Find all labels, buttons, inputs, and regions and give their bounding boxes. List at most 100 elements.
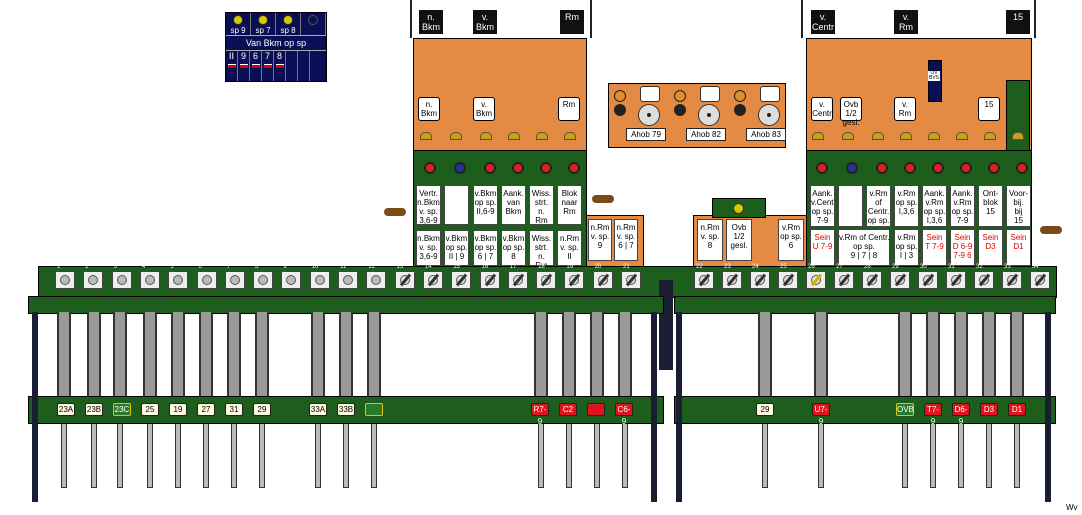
- lever-handle[interactable]: [762, 422, 768, 488]
- lever-number: 32: [976, 264, 983, 270]
- lever-handle[interactable]: [622, 422, 628, 488]
- lever-slot[interactable]: 11: [338, 264, 358, 289]
- key-knob[interactable]: [508, 132, 520, 140]
- lever-slot[interactable]: 24: [750, 264, 770, 289]
- lever-slot[interactable]: 25: [778, 264, 798, 289]
- frame-leg: [1045, 312, 1051, 502]
- blue-lamp: [454, 162, 466, 174]
- key-knob[interactable]: [956, 132, 968, 140]
- crank-handle[interactable]: [592, 195, 614, 203]
- lever-number: 12: [368, 264, 375, 270]
- lever-slot[interactable]: 16: [479, 264, 500, 289]
- lever-handle[interactable]: [371, 422, 377, 488]
- lever-slot[interactable]: 9: [281, 264, 302, 289]
- lever-slot[interactable]: 15: [451, 264, 472, 289]
- lever-handle[interactable]: [818, 422, 824, 488]
- lever-handle[interactable]: [147, 422, 153, 488]
- crossing-dial[interactable]: [698, 104, 720, 126]
- block-label: Rm: [558, 97, 580, 121]
- status-card: v.Rm of Centr. op sp. 9 | 7 | 8: [838, 229, 890, 266]
- crossing-dial[interactable]: [758, 104, 780, 126]
- key-knob[interactable]: [1012, 132, 1024, 140]
- status-card: Sein D3: [978, 229, 1003, 266]
- lever-slot[interactable]: 30: [918, 264, 938, 289]
- lever-slot[interactable]: 6: [196, 264, 217, 289]
- lever-hub: [88, 275, 99, 285]
- lever-slot[interactable]: 22: [694, 264, 714, 289]
- lever-slot[interactable]: 27: [834, 264, 854, 289]
- block-label: v. Rm: [894, 97, 916, 121]
- lever-handle[interactable]: [175, 422, 181, 488]
- key-knob[interactable]: [564, 132, 576, 140]
- lever-slot[interactable]: 13: [394, 264, 415, 289]
- lever-slot[interactable]: 12: [366, 264, 387, 289]
- lever-slot[interactable]: 34: [1030, 264, 1050, 289]
- lever-slot[interactable]: 19: [564, 264, 585, 289]
- lever-slot[interactable]: 28: [862, 264, 882, 289]
- lever-slot[interactable]: 17: [507, 264, 528, 289]
- lever-hub: [116, 275, 127, 285]
- key-knob[interactable]: [450, 132, 462, 140]
- lever-number: 31: [948, 264, 955, 270]
- key-knob[interactable]: [928, 132, 940, 140]
- post: [590, 0, 592, 38]
- crank-handle[interactable]: [384, 208, 406, 216]
- key-knob[interactable]: [842, 132, 854, 140]
- lever-handle[interactable]: [61, 422, 67, 488]
- lever-slot[interactable]: 31: [946, 264, 966, 289]
- key-knob[interactable]: [872, 132, 884, 140]
- lever-slot[interactable]: 2: [83, 264, 104, 289]
- status-card: Sein D1: [1006, 229, 1031, 266]
- lever-slot[interactable]: 29: [890, 264, 910, 289]
- lever-handle[interactable]: [594, 422, 600, 488]
- lever-slot[interactable]: 26: [806, 264, 826, 289]
- lever-handle[interactable]: [986, 422, 992, 488]
- lever-handle[interactable]: [566, 422, 572, 488]
- lever-slot[interactable]: 4: [139, 264, 160, 289]
- lever-slot[interactable]: 7: [224, 264, 245, 289]
- lever-handle[interactable]: [343, 422, 349, 488]
- lever-slot[interactable]: 20: [592, 264, 613, 289]
- crossing-dial[interactable]: [638, 104, 660, 126]
- lever-handle[interactable]: [231, 422, 237, 488]
- lever-slot[interactable]: 10: [309, 264, 330, 289]
- lever-handle[interactable]: [259, 422, 265, 488]
- lever-label: OVB: [896, 403, 914, 416]
- key-knob[interactable]: [480, 132, 492, 140]
- lever-slot[interactable]: 18: [536, 264, 557, 289]
- lever-handle[interactable]: [91, 422, 97, 488]
- lever-number: 29: [892, 264, 899, 270]
- lever-slot[interactable]: 5: [168, 264, 189, 289]
- lever-slot[interactable]: 21: [621, 264, 641, 289]
- lever-slot[interactable]: 33: [1002, 264, 1022, 289]
- lever-label: 23B: [85, 403, 103, 416]
- lever-slot[interactable]: 32: [974, 264, 994, 289]
- lever-handle[interactable]: [315, 422, 321, 488]
- left-block-frame: [413, 38, 587, 152]
- interlock-rod: [898, 312, 912, 396]
- name-plate: n. Bkm: [419, 10, 443, 34]
- crank-handle[interactable]: [1040, 226, 1062, 234]
- lever-slot[interactable]: 14: [422, 264, 443, 289]
- key-knob[interactable]: [536, 132, 548, 140]
- lever-number: 5: [170, 264, 174, 270]
- key-knob[interactable]: [900, 132, 912, 140]
- lever-slot[interactable]: 3: [111, 264, 132, 289]
- lever-handle[interactable]: [958, 422, 964, 488]
- lever-slot[interactable]: 23: [722, 264, 742, 289]
- lever-handle[interactable]: [1014, 422, 1020, 488]
- block-label: n. Bkm: [418, 97, 440, 121]
- lever-handle[interactable]: [117, 422, 123, 488]
- lever-slot[interactable]: 1: [55, 264, 75, 289]
- lever-handle[interactable]: [538, 422, 544, 488]
- key-knob[interactable]: [420, 132, 432, 140]
- key-knob[interactable]: [984, 132, 996, 140]
- lever-handle[interactable]: [902, 422, 908, 488]
- lever-handle[interactable]: [930, 422, 936, 488]
- key-knob[interactable]: [812, 132, 824, 140]
- lever-label: 25: [141, 403, 159, 416]
- lever-slot[interactable]: 8: [253, 264, 274, 289]
- lever-handle[interactable]: [203, 422, 209, 488]
- status-card: Sein D 6-9 7-9 6: [950, 229, 975, 266]
